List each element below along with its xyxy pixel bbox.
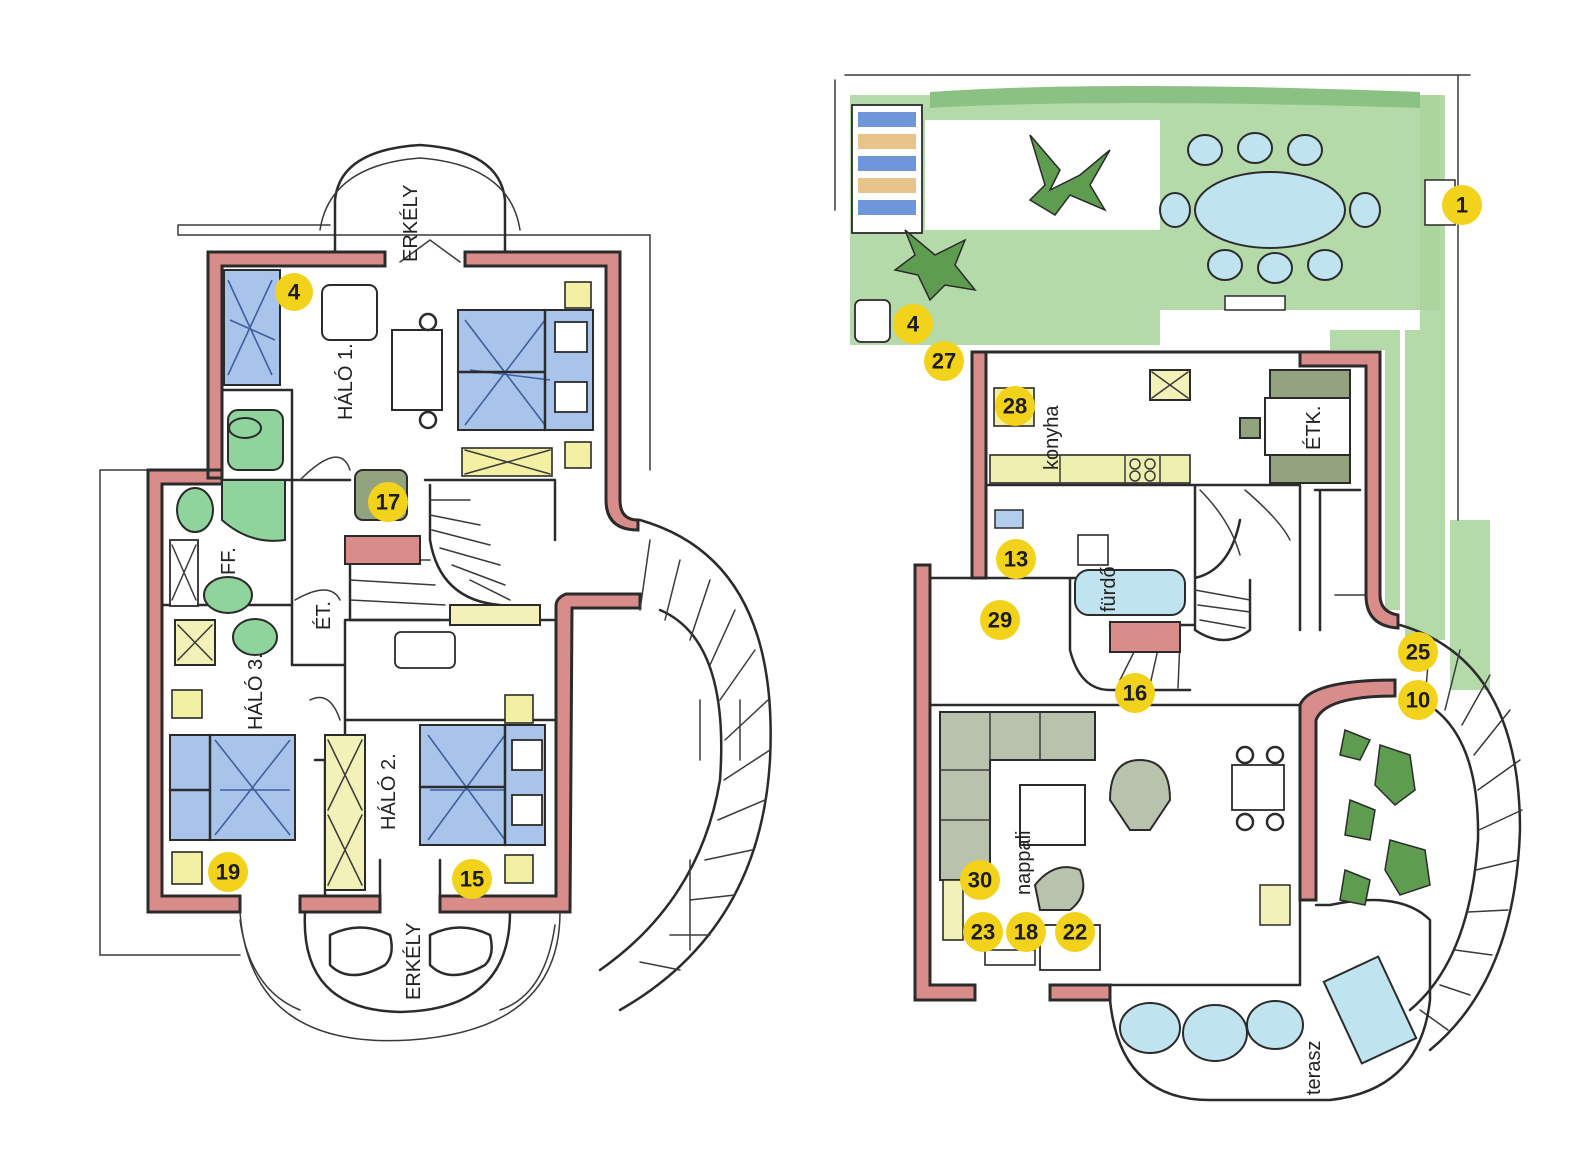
svg-text:15: 15 bbox=[460, 867, 484, 892]
ground-marker-4: 4 bbox=[893, 304, 933, 344]
svg-text:27: 27 bbox=[932, 349, 956, 374]
svg-text:22: 22 bbox=[1063, 920, 1087, 945]
garden-tree bbox=[1028, 134, 1111, 216]
upper-outer-walls bbox=[146, 250, 642, 914]
svg-text:4: 4 bbox=[288, 280, 301, 305]
marker-layer: 4 17 19 15 1 4 27 28 13 29 16 25 10 30 2… bbox=[208, 185, 1482, 952]
terrace-lounger bbox=[1322, 955, 1418, 1065]
ground-marker-16: 16 bbox=[1115, 673, 1155, 713]
upper-marker-17: 17 bbox=[368, 482, 408, 522]
upper-marker-15: 15 bbox=[452, 859, 492, 899]
label-living: nappali bbox=[1013, 830, 1035, 895]
upper-bottom-bay bbox=[303, 910, 512, 1014]
svg-text:23: 23 bbox=[971, 920, 995, 945]
svg-text:1: 1 bbox=[1456, 193, 1468, 218]
terrace-outline bbox=[1108, 898, 1432, 1102]
upper-spiral-stair bbox=[598, 518, 772, 1012]
label-bedroom-1: HÁLÓ 1. bbox=[334, 343, 357, 420]
svg-text:19: 19 bbox=[216, 860, 240, 885]
hallway-wardrobe bbox=[324, 734, 366, 891]
ground-marker-27: 27 bbox=[924, 341, 964, 381]
bedroom3-double-bed bbox=[169, 734, 296, 841]
ground-marker-23: 23 bbox=[963, 912, 1003, 952]
ground-marker-10: 10 bbox=[1398, 680, 1438, 720]
svg-text:18: 18 bbox=[1014, 920, 1038, 945]
label-bedroom-2: HÁLÓ 2. bbox=[377, 753, 400, 830]
svg-text:28: 28 bbox=[1003, 394, 1027, 419]
ground-floor-plan: konyha ÉTK. fürdő nappali terasz bbox=[834, 74, 1523, 1102]
garden-dining-table bbox=[1194, 171, 1346, 249]
ground-marker-22: 22 bbox=[1055, 912, 1095, 952]
label-bay-bottom: ERKÉLY bbox=[402, 923, 425, 1000]
upper-top-bay bbox=[333, 143, 507, 264]
upper-marker-4: 4 bbox=[275, 273, 313, 311]
ground-marker-30: 30 bbox=[960, 860, 1000, 900]
ground-spiral-stair bbox=[1398, 623, 1522, 1052]
svg-text:16: 16 bbox=[1123, 681, 1147, 706]
svg-text:10: 10 bbox=[1406, 688, 1430, 713]
ground-marker-25: 25 bbox=[1398, 632, 1438, 672]
label-bath: fürdő bbox=[1098, 566, 1120, 612]
upper-staircase bbox=[348, 483, 502, 622]
ground-marker-28: 28 bbox=[995, 386, 1035, 426]
svg-text:4: 4 bbox=[907, 312, 920, 337]
upper-marker-19: 19 bbox=[208, 852, 248, 892]
ground-marker-29: 29 bbox=[980, 600, 1020, 640]
ground-marker-18: 18 bbox=[1006, 912, 1046, 952]
label-kitchen: konyha bbox=[1041, 405, 1063, 470]
svg-text:25: 25 bbox=[1406, 640, 1430, 665]
ground-marker-13: 13 bbox=[996, 539, 1036, 579]
kitchen-counter bbox=[989, 454, 1191, 484]
svg-text:13: 13 bbox=[1004, 547, 1028, 572]
label-bedroom-3: HÁLÓ 3. bbox=[244, 653, 267, 730]
svg-text:30: 30 bbox=[968, 868, 992, 893]
label-bay-top: ERKÉLY bbox=[399, 185, 422, 262]
ground-marker-1: 1 bbox=[1442, 185, 1482, 225]
label-terrace: terasz bbox=[1303, 1041, 1325, 1095]
label-stairwell: ÉT. bbox=[312, 601, 335, 630]
upper-floor-plan: HÁLÓ 1. HÁLÓ 2. HÁLÓ 3. ÉT. FF. ERKÉLY E… bbox=[99, 143, 772, 1042]
svg-text:29: 29 bbox=[988, 608, 1012, 633]
bathtub bbox=[1074, 569, 1186, 616]
svg-text:17: 17 bbox=[376, 490, 400, 515]
garden-lawn bbox=[850, 95, 1440, 345]
label-bathroom: FF. bbox=[218, 547, 240, 575]
label-dining: ÉTK. bbox=[1302, 406, 1325, 450]
